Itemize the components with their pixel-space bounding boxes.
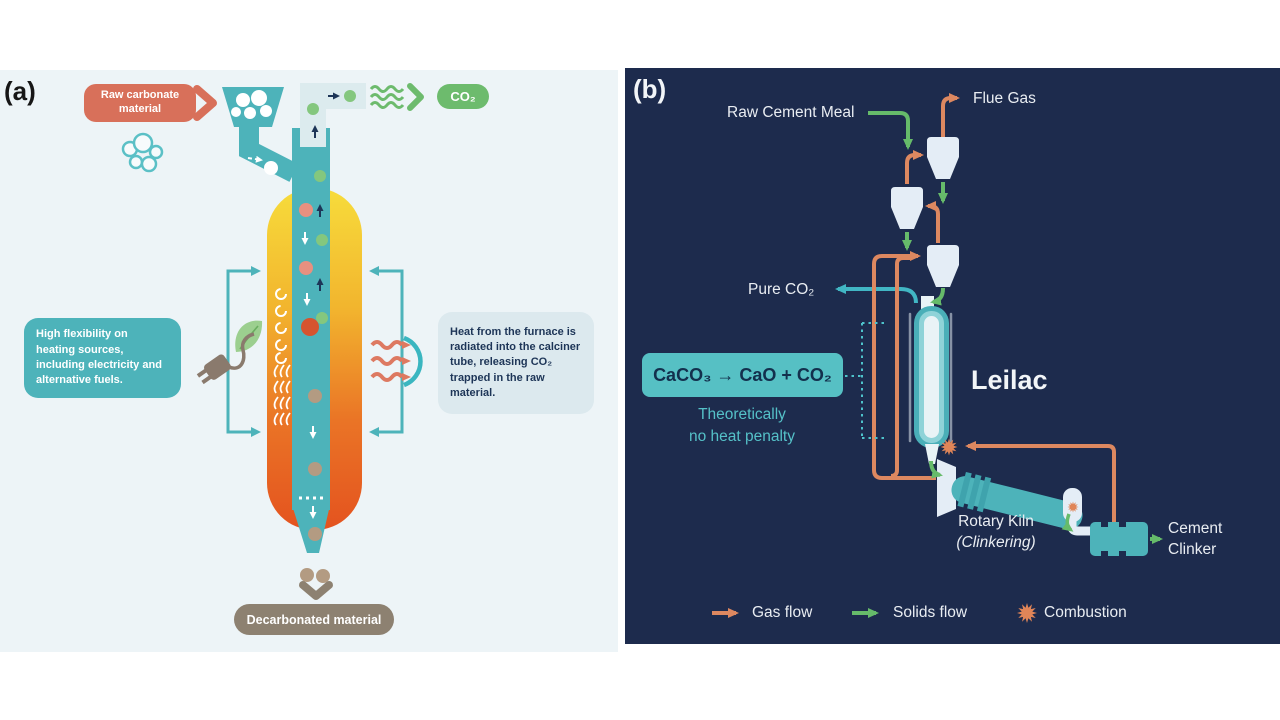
- left-bracket-arrow-bottom: [251, 427, 261, 437]
- left-bracket-arrow-top: [251, 266, 261, 276]
- furnace-heat-swirl-icons: [275, 288, 287, 364]
- tube-particles: [299, 90, 356, 583]
- feed-hopper: [222, 87, 299, 182]
- co2-badge: CO₂: [437, 84, 489, 109]
- reactor-shell-lines: [908, 312, 953, 443]
- right-bracket-arrow-top: [369, 266, 379, 276]
- cement-clinker-label: Cement Clinker: [1168, 519, 1222, 561]
- no-heat-penalty-note: Theoretically no heat penalty: [652, 404, 832, 449]
- kiln-subtitle: (Clinkering): [956, 533, 1036, 551]
- kiln-title: Rotary Kiln: [958, 513, 1034, 530]
- left-bracket: [226, 269, 251, 434]
- kiln-gas-riser-pipe: [872, 251, 936, 480]
- raw-material-cluster-icon: [121, 132, 164, 173]
- co2-waves-icon: [369, 85, 405, 109]
- rotary-kiln-label: Rotary Kiln (Clinkering): [944, 512, 1048, 554]
- preheater-flows: [868, 93, 960, 251]
- note-line-1: Theoretically: [698, 406, 786, 423]
- clinker-cooler: [1090, 522, 1148, 556]
- gas-riser-pipe-2: [890, 256, 912, 478]
- calcination-equation: CaCO₃ → CaO + CO₂: [642, 353, 843, 397]
- clinker-line-2: Clinker: [1168, 540, 1217, 558]
- reactor-name: Leilac: [971, 365, 1048, 395]
- flue-gas-label: Flue Gas: [973, 90, 1036, 107]
- raw-cement-meal-label: Raw Cement Meal: [727, 104, 855, 121]
- calciner-tube: [292, 128, 330, 553]
- co2-chevron-icon: [407, 83, 424, 111]
- panel-a-label: (a): [4, 76, 36, 106]
- leilac-reactor: [914, 296, 949, 464]
- heat-note: Heat from the furnace is radiated into t…: [438, 312, 594, 414]
- legend-gas-flow: Gas flow: [752, 604, 813, 621]
- decarbonated-material-label: Decarbonated material: [234, 604, 394, 635]
- flexibility-note: High flexibility on heating sources, inc…: [24, 318, 181, 398]
- raw-carbonate-label: Raw carbonate material: [84, 84, 196, 122]
- equation-dotted-connector: [845, 322, 886, 439]
- legend-solids-flow: Solids flow: [893, 604, 968, 621]
- heat-radiation-icon: [370, 335, 423, 388]
- solids-into-reactor-arrow: [930, 287, 945, 306]
- furnace-heat-wave-icons: [273, 364, 291, 426]
- pure-co2-label: Pure CO₂: [748, 281, 815, 298]
- reactor-to-kiln-arrow: [929, 460, 943, 479]
- legend-icons: [712, 603, 1037, 623]
- output-chevron-icon: [299, 581, 333, 600]
- note-line-2: no heat penalty: [688, 428, 795, 446]
- feed-chevron-icon: [193, 85, 217, 121]
- right-bracket-arrow-bottom: [369, 427, 379, 437]
- cooler-air-return-pipe: [965, 441, 1116, 522]
- kiln-to-cooler-arrow: [1061, 513, 1074, 532]
- clinker-line-1: Cement: [1168, 520, 1223, 537]
- pure-co2-pipe: [835, 284, 918, 304]
- panel-b-label: (b): [633, 74, 667, 104]
- electricity-leaf-icon: [196, 320, 263, 385]
- legend-combustion: Combustion: [1044, 604, 1127, 621]
- right-bracket: [379, 269, 404, 434]
- rotary-kiln-body: [951, 471, 1083, 530]
